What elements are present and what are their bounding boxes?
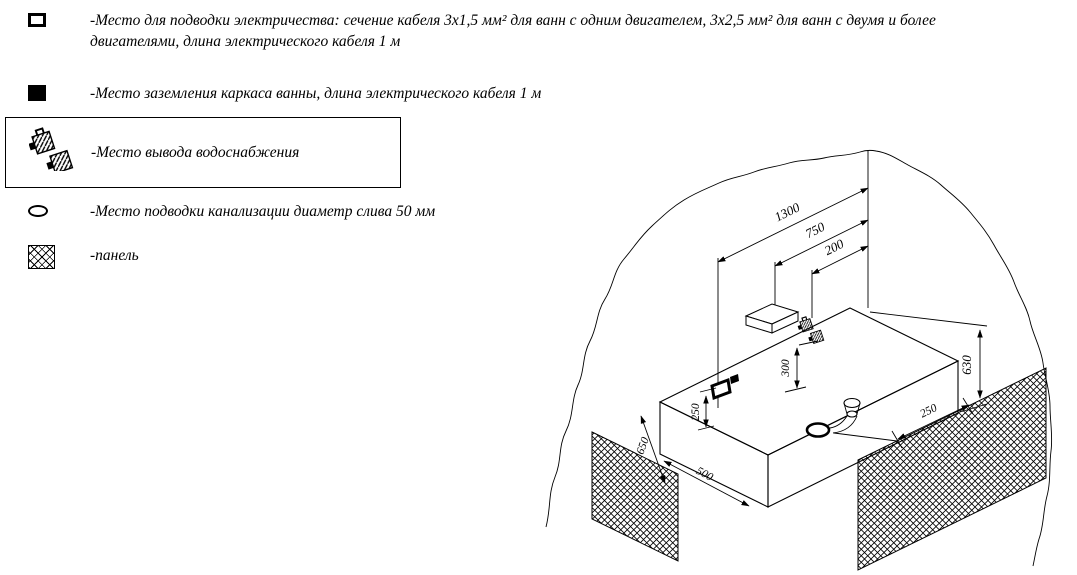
legend-label-water-supply: -Место вывода водоснабжения: [91, 143, 300, 161]
ext-630-top: [869, 311, 988, 327]
legend-label-sewage: -Место подводки канализации диаметр слив…: [90, 202, 436, 220]
water-supply-symbol: [795, 315, 825, 346]
dim-drain-offset-line: [897, 404, 970, 440]
dim-left-height-label: 650: [635, 436, 652, 457]
ext-250l-top: [699, 387, 717, 393]
grounding-icon: [28, 84, 46, 101]
dim-water-offset-line: [811, 245, 869, 275]
dim-drain-offset-label: 250: [918, 402, 939, 420]
panel-icon: [28, 244, 55, 269]
electric-outlet-icon: [28, 13, 46, 27]
room-outline: [545, 149, 1053, 567]
legend-item-electric-supply: -Место для подводки электричества: сечен…: [28, 10, 1028, 53]
ext-300-top: [798, 340, 819, 346]
drain-symbol: [805, 397, 861, 438]
ext-250r-left: [891, 430, 903, 449]
legend: -Место для подводки электричества: сечен…: [5, 10, 1028, 269]
panel-right: [857, 367, 1047, 571]
dim-left-height-line: [640, 415, 666, 484]
ext-300-bottom: [784, 386, 807, 393]
legend-item-panel: -панель: [28, 244, 1028, 269]
grounding-symbol: [730, 374, 739, 384]
ext-250l-bottom: [697, 425, 715, 431]
dim-depth-line: [663, 460, 750, 507]
dim-right-height-label: 630: [959, 355, 974, 375]
legend-label-electric-supply: -Место для подводки электричества: сечен…: [90, 12, 936, 51]
legend-item-grounding: -Место заземления каркаса ванны, длина э…: [28, 83, 1028, 104]
leader-drain: [833, 432, 898, 442]
dim-total-width-label: 1300: [772, 199, 802, 224]
dim-depth-label: 500: [694, 465, 715, 484]
dim-water-height-label: 300: [780, 359, 792, 378]
shelf: [744, 303, 800, 334]
legend-item-water-supply: -Место вывода водоснабжения: [5, 117, 401, 188]
legend-item-sewage: -Место подводки канализации диаметр слив…: [28, 201, 1028, 222]
legend-label-panel: -панель: [90, 246, 139, 264]
legend-label-grounding: -Место заземления каркаса ванны, длина э…: [90, 84, 542, 102]
dim-shelf-offset-label: 750: [803, 219, 828, 241]
sewage-icon: [28, 204, 48, 217]
dim-total-width-line: [717, 187, 869, 263]
electric-outlet-symbol: [710, 377, 732, 401]
dim-shelf-offset-line: [774, 219, 869, 267]
dim-outlet-height-label: 250: [690, 403, 702, 421]
dim-water-offset-label: 200: [822, 236, 847, 258]
